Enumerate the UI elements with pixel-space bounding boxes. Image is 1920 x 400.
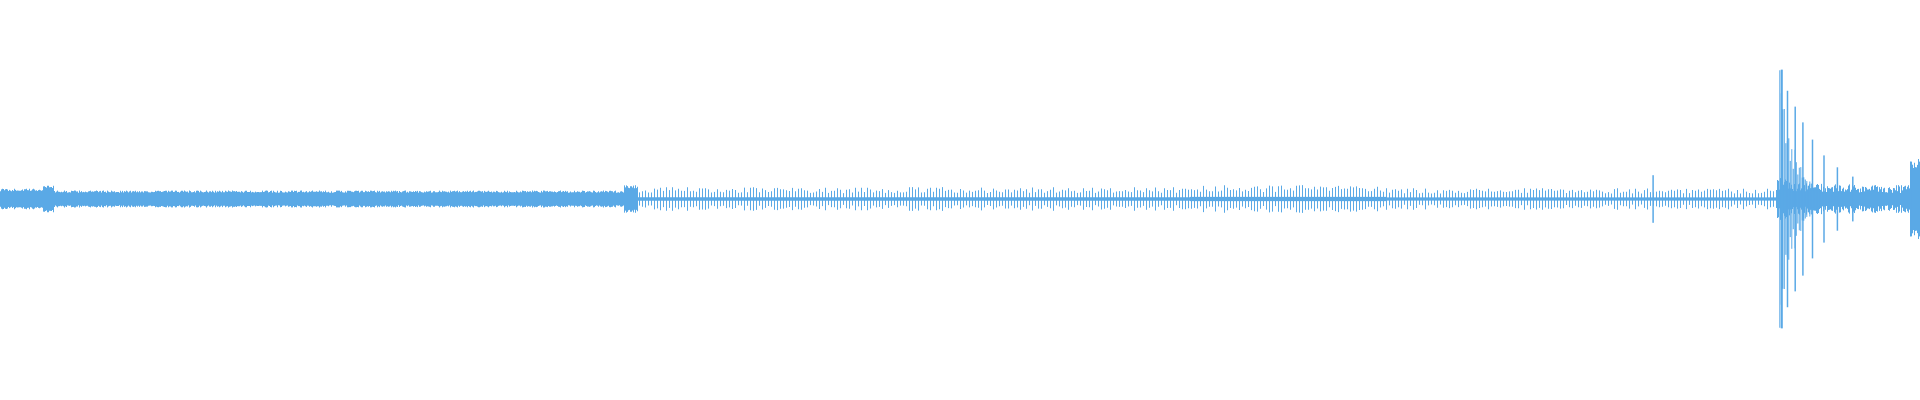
waveform-trace (0, 159, 1920, 239)
waveform-transients (1652, 69, 1914, 329)
waveform-body (0, 159, 1920, 239)
